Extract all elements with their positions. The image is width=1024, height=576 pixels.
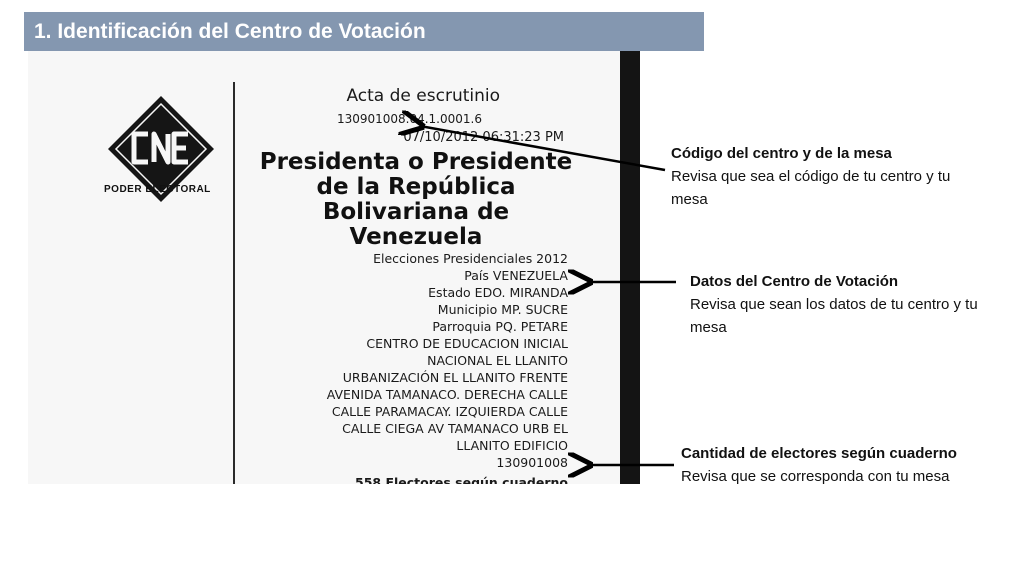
heading-line: Bolivariana de [322,199,510,225]
callout-text: Revisa que sea el código de tu centro y … [671,168,951,208]
cne-logo-icon [108,96,214,202]
municipio: Municipio MP. SUCRE [437,302,568,317]
parroquia: Parroquia PQ. PETARE [432,319,568,334]
callout-electores: Cantidad de electores según cuaderno Rev… [681,442,1011,488]
page-title: 1. Identificación del Centro de Votación [24,12,704,51]
acta-heading: Presidenta o Presidente de la República … [246,150,586,250]
centro-name-line: CENTRO DE EDUCACION INICIAL [366,336,568,351]
election-name: Elecciones Presidenciales 2012 [373,251,568,266]
direccion-line: URBANIZACIÓN EL LLANITO FRENTE [342,370,568,385]
callout-codigo: Código del centro y de la mesa Revisa qu… [671,142,991,211]
scan-dark-edge [620,12,640,484]
acta-code: 130901008.04.1.0001.6 [336,112,482,126]
callout-datos-centro: Datos del Centro de Votación Revisa que … [690,270,1010,339]
centro-code: 130901008 [496,455,568,470]
acta-title: Acta de escrutinio [346,86,500,106]
scan-divider-line [233,82,235,484]
acta-datetime: 07/10/2012 06:31:23 PM [403,130,564,145]
centro-details: Elecciones Presidenciales 2012 País VENE… [238,250,568,484]
centro-name-line: NACIONAL EL LLANITO [427,353,568,368]
acta-scan-image: PODER ELECTORAL Acta de escrutinio 13090… [28,12,640,484]
callout-text: Revisa que sean los datos de tu centro y… [690,296,978,336]
direccion-line: LLANITO EDIFICIO [456,438,568,453]
heading-line: Venezuela [349,224,483,250]
pais: País VENEZUELA [464,268,568,283]
callout-title: Datos del Centro de Votación [690,273,899,290]
direccion-line: AVENIDA TAMANACO. DERECHA CALLE [326,387,568,402]
callout-title: Cantidad de electores según cuaderno [681,445,957,462]
heading-line: Presidenta o Presidente [259,149,573,175]
estado: Estado EDO. MIRANDA [428,285,568,300]
callout-title: Código del centro y de la mesa [671,145,892,162]
callout-text: Revisa que se corresponda con tu mesa [681,468,950,485]
electores-count: 558 Electores según cuaderno [355,475,568,484]
direccion-line: CALLE PARAMACAY. IZQUIERDA CALLE [331,404,568,419]
heading-line: de la República [316,174,516,200]
logo-caption: PODER ELECTORAL [104,184,211,195]
direccion-line: CALLE CIEGA AV TAMANACO URB EL [342,421,568,436]
